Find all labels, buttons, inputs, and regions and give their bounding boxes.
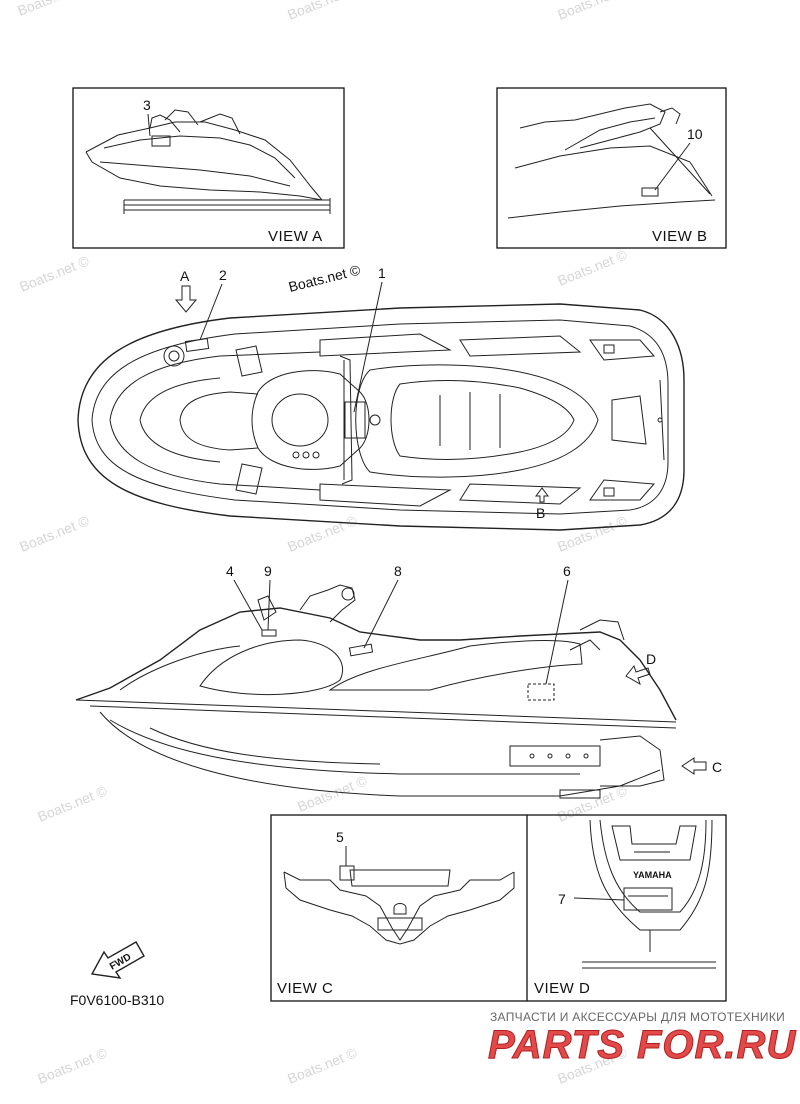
callout-9: 9 bbox=[264, 563, 272, 579]
view-d-label: VIEW D bbox=[534, 980, 590, 997]
callout-1: 1 bbox=[378, 265, 386, 281]
watermark: Boats.net © bbox=[285, 512, 360, 555]
arrow-a-label: A bbox=[180, 268, 190, 284]
watermark: Boats.net © bbox=[555, 0, 630, 23]
watermark: Boats.net © bbox=[35, 1044, 110, 1087]
view-a-panel: 3 VIEW A bbox=[72, 87, 345, 249]
view-c-label: VIEW C bbox=[277, 980, 333, 997]
side-view: C D 4 9 8 6 bbox=[75, 563, 722, 799]
arrow-c-label: C bbox=[712, 759, 722, 775]
watermark: Boats.net © bbox=[285, 1044, 360, 1087]
view-b-label: VIEW B bbox=[652, 228, 708, 245]
watermark: Boats.net © bbox=[35, 782, 110, 825]
yamaha-logo-text: YAMAHA bbox=[633, 870, 672, 880]
callout-5: 5 bbox=[336, 829, 344, 845]
arrow-d-label: D bbox=[646, 651, 656, 667]
watermark: Boats.net © bbox=[285, 0, 360, 23]
view-b-panel: 10 VIEW B bbox=[496, 87, 727, 249]
footer-logo: PARTS FOR.RU bbox=[488, 1023, 796, 1067]
callout-2: 2 bbox=[219, 267, 227, 283]
callout-6: 6 bbox=[563, 563, 571, 579]
arrow-b-label: B bbox=[536, 505, 545, 521]
view-a-label: VIEW A bbox=[268, 228, 323, 245]
footer-tagline: ЗАПЧАСТИ И АКСЕССУАРЫ ДЛЯ МОТОТЕХНИКИ bbox=[490, 1010, 785, 1024]
watermark: Boats.net © bbox=[15, 0, 90, 19]
fwd-arrow: FWD bbox=[90, 941, 145, 979]
callout-7: 7 bbox=[558, 891, 566, 907]
callout-10: 10 bbox=[687, 126, 703, 142]
callout-4: 4 bbox=[226, 563, 234, 579]
watermark: Boats.net © bbox=[555, 782, 630, 825]
watermark: Boats.net © bbox=[17, 252, 92, 295]
watermark: Boats.net © bbox=[555, 246, 630, 289]
view-cd-panel: 5 VIEW C YAMAHA 7 VIEW D bbox=[270, 814, 727, 1002]
top-watermark: Boats.net © bbox=[287, 261, 363, 294]
callout-3: 3 bbox=[143, 97, 151, 113]
watermark: Boats.net © bbox=[17, 512, 92, 555]
footer-branding: ЗАПЧАСТИ И АКСЕССУАРЫ ДЛЯ МОТОТЕХНИКИ PA… bbox=[488, 1010, 796, 1068]
callout-8: 8 bbox=[394, 563, 402, 579]
top-view: A B 2 1 Boats.net © bbox=[77, 261, 685, 531]
diagram-code: F0V6100-B310 bbox=[70, 992, 164, 1008]
watermark: Boats.net © bbox=[555, 512, 630, 555]
